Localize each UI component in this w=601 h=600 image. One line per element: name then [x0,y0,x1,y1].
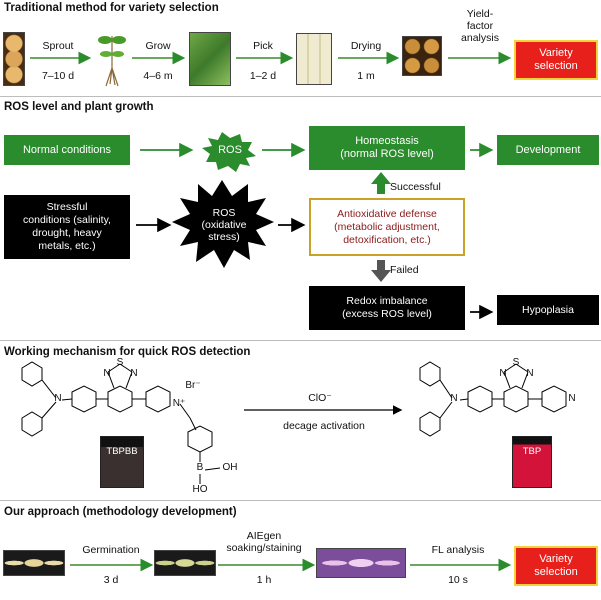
plant-photo [189,32,231,86]
tbp-structure [419,361,567,437]
ros-small-label: ROS [218,144,242,156]
divider-3 [0,500,601,501]
fl-analysis-duration: 10 s [448,574,468,586]
successful-arrow [371,172,391,194]
sprout-duration: 7–10 d [41,70,75,82]
aiegen-label: AIEgen soaking/staining [226,530,302,554]
section-title-ros: ROS level and plant growth [4,101,154,113]
tbpbb-label: TBPBB [106,446,138,457]
failed-arrow [371,260,391,282]
tbp-vial-photo [512,436,552,488]
sprout-label: Sprout [42,40,74,52]
section-title-traditional: Traditional method for variety selection [4,2,219,14]
ros-large-label: ROS (oxidative stress) [201,207,247,243]
decage-activation-label: decage activation [283,420,365,432]
atom-s-left: S [116,357,124,368]
grow-label: Grow [145,40,171,52]
failed-label: Failed [390,264,419,276]
drying-label: Drying [350,40,382,52]
drying-duration: 1 m [357,70,375,82]
fl-analysis-label: FL analysis [431,544,485,556]
atom-b: B [196,462,204,473]
atom-n-left: N [54,393,62,404]
clo-reagent-label: ClO⁻ [308,392,332,404]
stressful-conditions-box: Stressful conditions (salinity, drought,… [4,195,130,259]
sprout-photo [96,28,128,88]
successful-label: Successful [390,181,441,193]
section-title-mechanism: Working mechanism for quick ROS detectio… [4,346,251,358]
divider-1 [0,96,601,97]
grow-duration: 4–6 m [143,70,173,82]
section-title-approach: Our approach (methodology development) [4,506,237,518]
germination-label: Germination [82,544,140,556]
antioxidative-defense-box: Antioxidative defense (metabolic adjustm… [309,198,465,256]
atom-s-right: S [512,357,520,368]
germination-duration: 3 d [103,574,119,586]
atom-n-right-2: N [499,368,507,379]
development-box: Development [497,135,599,165]
atom-n-left-2: N [103,368,111,379]
seed-row-photo-1 [3,550,65,576]
atom-ho: HO [192,484,208,495]
dried-seed-photo [402,36,442,76]
atom-oh: OH [222,462,238,473]
variety-selection-bottom: Variety selection [514,546,598,586]
tbpbb-vial-photo [100,436,144,488]
atom-n-pyridine: N [568,393,576,404]
seed-row-photo-3 [316,548,406,578]
pick-duration: 1–2 d [249,70,277,82]
seed-row-photo-2 [154,550,216,576]
tbp-label: TBP [522,446,542,457]
yield-factor-label: Yield- factor analysis [461,8,499,44]
atom-n-right: N [450,393,458,404]
redox-imbalance-box: Redox imbalance (excess ROS level) [309,286,465,330]
pick-label: Pick [253,40,273,52]
normal-conditions-box: Normal conditions [4,135,130,165]
variety-selection-top: Variety selection [514,40,598,80]
bromide-label: Br⁻ [185,380,201,391]
atom-n-left-3: N [130,368,138,379]
homeostasis-box: Homeostasis (normal ROS level) [309,126,465,170]
aiegen-duration: 1 h [256,574,272,586]
atom-n-plus: N⁺ [172,398,186,409]
divider-2 [0,340,601,341]
pod-photo [296,33,332,85]
seed-photo [3,32,25,86]
hypoplasia-box: Hypoplasia [497,295,599,325]
atom-n-right-3: N [526,368,534,379]
